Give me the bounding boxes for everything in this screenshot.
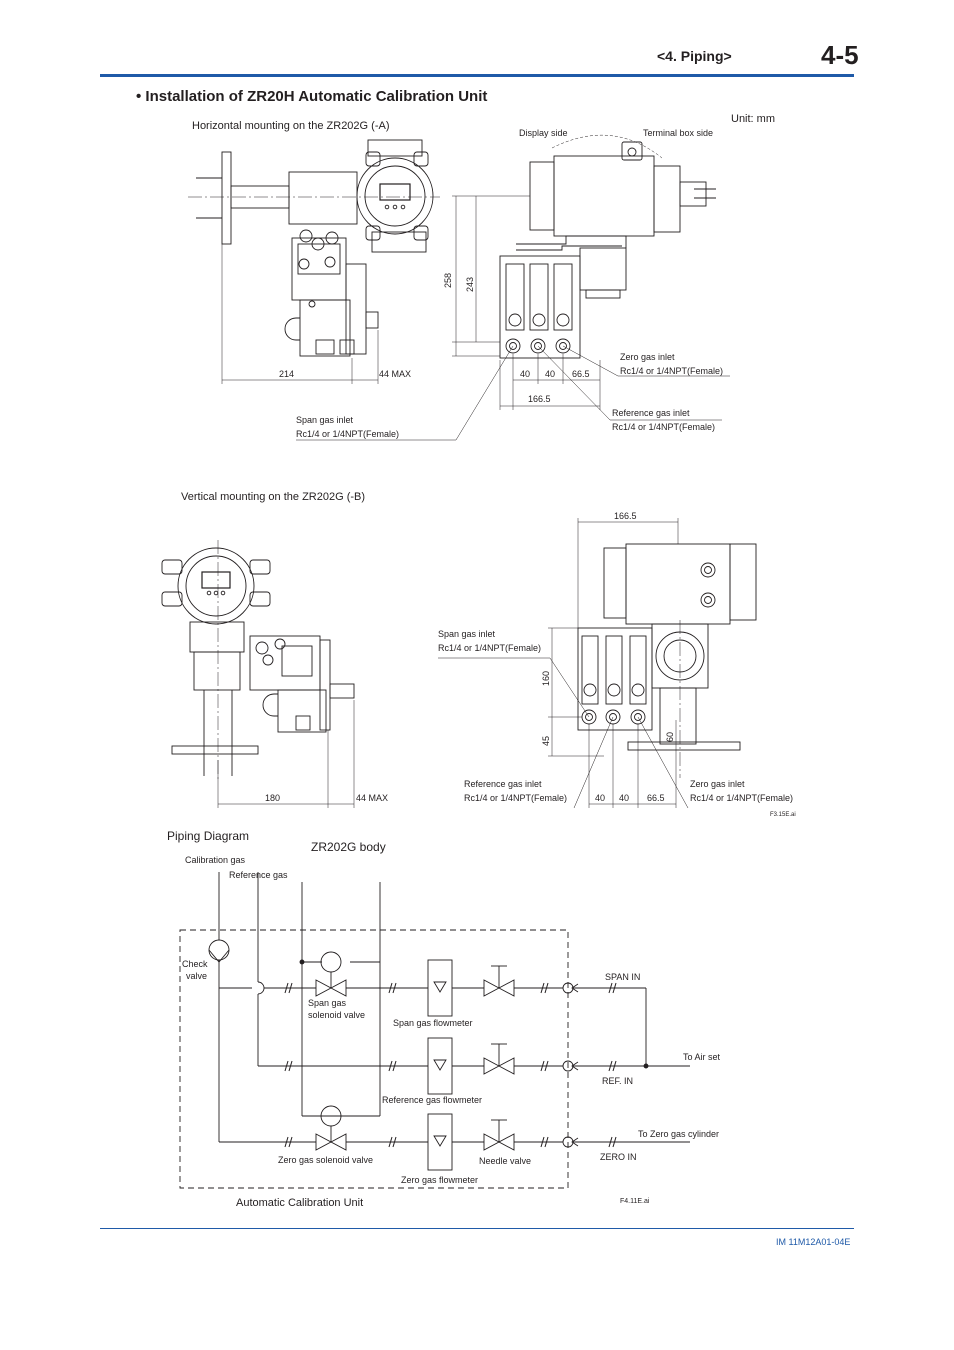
fig1-ref-inlet-spec: Rc1/4 or 1/4NPT(Female) — [612, 422, 715, 432]
to-zero-cylinder-label: To Zero gas cylinder — [638, 1129, 719, 1139]
document-id: IM 11M12A01-04E — [776, 1237, 851, 1247]
fig1-dim-40b: 40 — [545, 369, 555, 379]
fig2-dim-160: 160 — [541, 671, 551, 686]
fig2-zero-inlet-spec: Rc1/4 or 1/4NPT(Female) — [690, 793, 793, 803]
fig2-ref-inlet: Reference gas inlet — [464, 779, 542, 789]
fig1-ref-inlet: Reference gas inlet — [612, 408, 690, 418]
zero-in-label: ZERO IN — [600, 1152, 637, 1162]
check-valve-label-1: Check — [182, 959, 208, 969]
fig2-dim-60: 60 — [665, 732, 675, 742]
fig1-zero-inlet: Zero gas inlet — [620, 352, 675, 362]
fig2-dim-44max: 44 MAX — [356, 793, 388, 803]
fig1-dim-243: 243 — [465, 277, 475, 292]
span-solenoid-label-2: solenoid valve — [308, 1010, 365, 1020]
piping-title: Piping Diagram — [167, 829, 249, 843]
unit-caption: Automatic Calibration Unit — [236, 1197, 363, 1209]
terminal-side-label: Terminal box side — [643, 128, 713, 138]
fig1-subtitle: Horizontal mounting on the ZR202G (-A) — [192, 120, 389, 132]
ref-flowmeter-label: Reference gas flowmeter — [382, 1095, 482, 1105]
span-flowmeter-label: Span gas flowmeter — [393, 1018, 473, 1028]
calibration-gas-label: Calibration gas — [185, 855, 246, 865]
fig2-zero-inlet: Zero gas inlet — [690, 779, 745, 789]
span-solenoid-label-1: Span gas — [308, 998, 347, 1008]
needle-valve-label: Needle valve — [479, 1156, 531, 1166]
fig1-dim-214: 214 — [279, 369, 294, 379]
fig2-dim-40b: 40 — [619, 793, 629, 803]
fig2-dim-45: 45 — [541, 736, 551, 746]
fig2-span-inlet-spec: Rc1/4 or 1/4NPT(Female) — [438, 643, 541, 653]
section-label: <4. Piping> — [657, 48, 732, 64]
fig2-subtitle: Vertical mounting on the ZR202G (-B) — [181, 491, 365, 503]
header-rule — [100, 74, 854, 77]
body-label: ZR202G body — [311, 840, 386, 854]
span-in-label: SPAN IN — [605, 972, 640, 982]
check-valve-label-2: valve — [186, 971, 207, 981]
to-air-set-label: To Air set — [683, 1052, 721, 1062]
piping-diagram — [179, 872, 690, 1189]
footer-rule — [100, 1228, 854, 1229]
page-number: 4-5 — [821, 40, 859, 70]
fig2-span-inlet: Span gas inlet — [438, 629, 496, 639]
fig1-span-inlet-spec: Rc1/4 or 1/4NPT(Female) — [296, 429, 399, 439]
reference-gas-label: Reference gas — [229, 870, 288, 880]
fig1-side-view — [188, 139, 440, 384]
ref-in-label: REF. IN — [602, 1076, 633, 1086]
section-title: • Installation of ZR20H Automatic Calibr… — [136, 88, 488, 105]
fig1-dim-665: 66.5 — [572, 369, 590, 379]
fig2-dim-1665: 166.5 — [614, 511, 637, 521]
fig1-dim-40a: 40 — [520, 369, 530, 379]
fig1-dim-258: 258 — [443, 273, 453, 288]
piping-file-id: F4.11E.ai — [620, 1198, 650, 1205]
fig2-side-view — [161, 540, 355, 808]
fig1-dim-44max: 44 MAX — [379, 369, 411, 379]
fig2-dim-665: 66.5 — [647, 793, 665, 803]
zero-solenoid-label: Zero gas solenoid valve — [278, 1155, 373, 1165]
display-side-label: Display side — [519, 128, 568, 138]
fig2-dim-180: 180 — [265, 793, 280, 803]
unit-label: Unit: mm — [731, 113, 775, 125]
fig2-dim-40a: 40 — [595, 793, 605, 803]
fig1-front-view — [296, 134, 730, 441]
fig2-file-id: F3.15E.ai — [770, 812, 796, 818]
fig1-dim-1665: 166.5 — [528, 394, 551, 404]
fig2-front-view — [438, 518, 757, 809]
fig1-zero-inlet-spec: Rc1/4 or 1/4NPT(Female) — [620, 366, 723, 376]
fig2-ref-inlet-spec: Rc1/4 or 1/4NPT(Female) — [464, 793, 567, 803]
zero-flowmeter-label: Zero gas flowmeter — [401, 1175, 478, 1185]
fig1-span-inlet: Span gas inlet — [296, 415, 354, 425]
